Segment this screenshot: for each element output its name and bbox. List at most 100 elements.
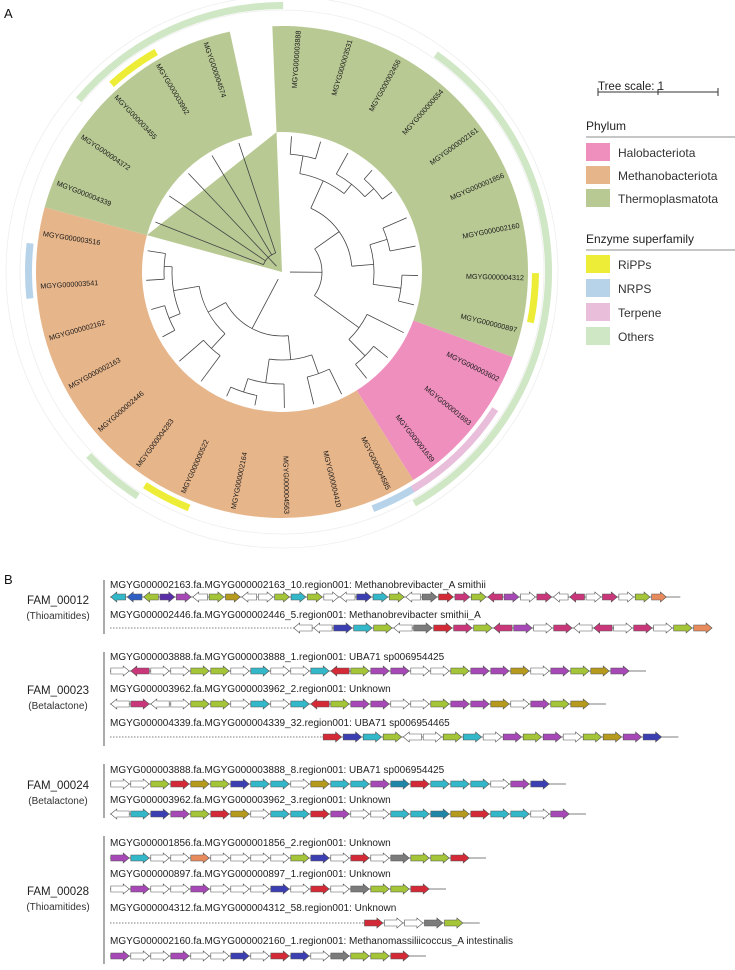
gene-arrow [410,883,430,895]
enzyme-ring-segment-others [412,474,455,507]
tree-branch [162,329,175,338]
gene-arrow [413,622,433,634]
tree-branch [373,345,388,358]
gene-arrow [350,950,370,962]
legend-enzyme-title: Enzyme superfamily [586,232,694,246]
gene-arrow [230,808,250,820]
gene-arrow [150,778,170,790]
gene-arrow [110,808,130,820]
gene-arrow [310,950,330,962]
tree-branch [328,368,342,395]
gene-arrow [353,622,373,634]
gene-arrow [430,698,450,710]
gene-arrow [110,665,130,677]
gene-arrow [490,698,510,710]
panel-label-b: B [4,572,13,587]
gene-arrow [513,622,533,634]
gene-arrow [310,808,330,820]
gene-track [110,622,713,634]
gene-arrow [450,665,470,677]
family-fam-00012: FAM_00012 (Thioamitides) MGYG000002163.f… [26,580,486,634]
gene-arrow [290,665,310,677]
tree-leaf-label: MGYG000004563 [281,456,291,514]
gene-arrow [550,808,570,820]
gene-arrow [170,808,190,820]
gene-arrow [330,950,350,962]
gene-arrow [573,622,593,634]
tree-branch [363,169,373,180]
gene-arrow [370,950,390,962]
gene-track [110,698,606,710]
tree-branch [314,231,340,250]
gene-arrow [487,591,503,603]
legend-swatch [586,143,610,161]
gene-arrow [622,731,643,743]
legend-label: NRPS [618,282,651,296]
tree-branch [398,300,415,306]
gene-arrow [422,731,443,743]
tree-branch [373,284,401,289]
gene-arrow [290,883,310,895]
legend-phylum-methanobacteriota: Methanobacteriota [586,166,718,184]
tree-branch [147,250,166,254]
family-type: (Thioamitides) [26,611,89,622]
gene-arrow [339,591,356,603]
family-type: (Betalactone) [28,701,87,712]
gene-arrow [170,883,190,895]
gene-arrow [310,698,330,710]
gene-arrow [651,591,667,603]
gene-arrow [384,917,404,929]
gene-arrow [404,917,424,929]
gene-arrow [330,778,350,790]
gene-arrow [510,698,530,710]
gene-arrow [130,778,150,790]
tree-branch [355,364,367,379]
gene-arrow [585,591,602,603]
gene-arrow [450,698,470,710]
gene-arrow [405,591,421,603]
gene-arrow [270,778,290,790]
gene-arrow [290,852,310,864]
gene-arrow [230,852,250,864]
gene-arrow [490,778,510,790]
tree-branch [310,180,324,209]
tree-branch [364,188,375,197]
gene-arrow [110,852,130,864]
gene-arrow [330,665,350,677]
gene-arrow [370,852,390,864]
gene-arrow [390,698,410,710]
gene-arrow [250,665,270,677]
gene-arrow [370,698,390,710]
gene-arrow [570,665,590,677]
gene-arrow [170,852,190,864]
tree-branch [315,141,322,159]
ring-guide-inner [19,9,545,535]
tree-branch [299,155,304,174]
phylum-sector-thermoplasmatota [44,31,253,236]
gene-arrow [390,883,410,895]
gene-arrow [110,591,126,603]
phylum-sector-inner [146,132,282,272]
gene-arrow [542,731,563,743]
gene-arrow [530,808,550,820]
tree-branch [351,263,374,267]
tree-arc [369,244,375,285]
gene-arrow [110,883,130,895]
gene-arrow [490,808,510,820]
gene-track [110,591,681,603]
gene-arrow [410,778,430,790]
gene-arrow [110,950,130,962]
gene-arrow [562,731,583,743]
tree-arc [171,266,181,314]
tree-branch [226,386,232,397]
gene-arrow [570,698,590,710]
panel-label-a: A [4,6,13,21]
tree-branch [287,335,292,360]
gene-arrow [410,852,430,864]
tree-arc [310,207,353,267]
gene-arrow [362,731,383,743]
tree-branch [267,257,277,267]
tree-branch [151,305,165,310]
tree-branch [211,155,273,256]
